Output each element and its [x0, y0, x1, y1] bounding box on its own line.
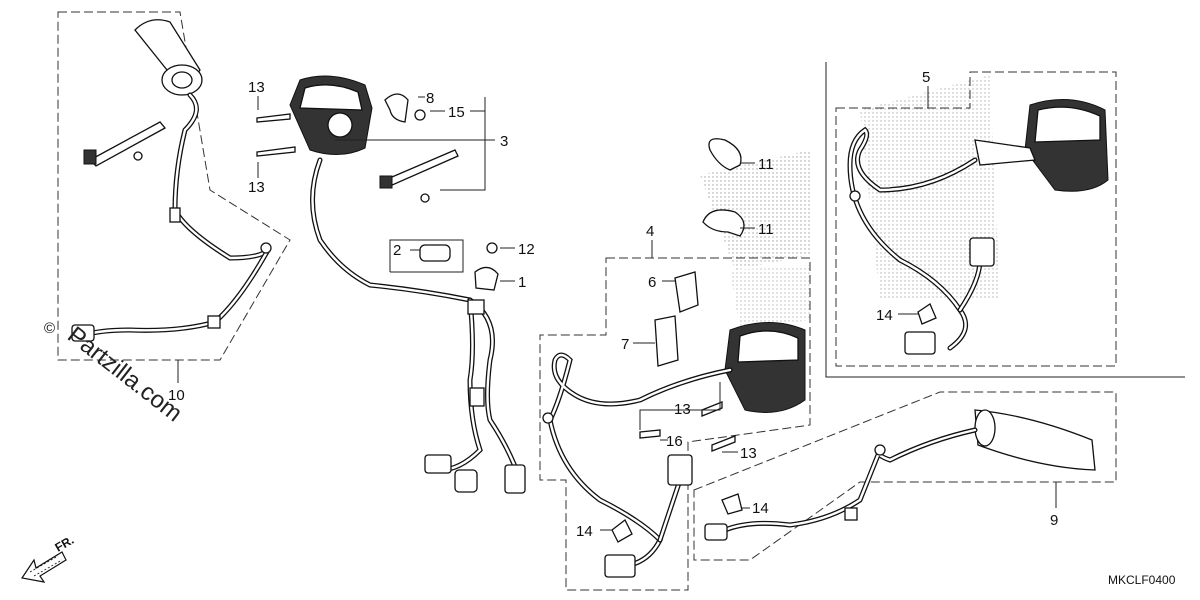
- copyright-symbol: ©: [44, 320, 55, 337]
- label-1: 1: [518, 274, 526, 291]
- label-14-bottom: 14: [576, 523, 593, 540]
- front-direction-arrow: [20, 551, 67, 583]
- leader-lines: [177, 86, 1057, 531]
- label-3: 3: [500, 133, 508, 150]
- label-5: 5: [922, 69, 930, 86]
- label-9: 9: [1050, 512, 1058, 529]
- dotted-shading-left: [700, 150, 810, 270]
- label-13-top: 13: [248, 79, 265, 96]
- group-4-outline: [539, 257, 811, 591]
- label-13-mid: 13: [674, 401, 691, 418]
- watermark-text: Partzilla.com: [62, 321, 187, 427]
- label-11-bottom: 11: [758, 221, 774, 238]
- label-13-right: 13: [740, 445, 757, 462]
- label-6: 6: [648, 274, 656, 291]
- label-13-left: 13: [248, 179, 265, 196]
- label-14-grip: 14: [752, 500, 769, 517]
- label-12: 12: [518, 241, 535, 258]
- label-8: 8: [426, 90, 434, 107]
- label-7: 7: [621, 336, 629, 353]
- group-10-outline: [57, 11, 291, 361]
- label-16: 16: [666, 433, 683, 450]
- left-grip-heater-assembly: [71, 19, 272, 342]
- dotted-shading-sub4: [730, 265, 810, 330]
- label-10: 10: [168, 387, 185, 404]
- label-4: 4: [646, 223, 654, 240]
- right-grip-heater-assembly: [704, 409, 1096, 541]
- label-15: 15: [448, 104, 465, 121]
- label-2: 2: [393, 242, 401, 259]
- group-9-outline: [693, 391, 1117, 561]
- front-indicator-label: FR.: [53, 533, 77, 555]
- diagram-code: MKCLF0400: [1108, 573, 1176, 587]
- right-switch-assembly-4: [542, 271, 806, 578]
- left-handlebar-switch-assembly: [256, 75, 526, 494]
- wire-clips-11: [702, 138, 745, 237]
- right-switch-assembly-5: [847, 99, 1109, 355]
- group-5-outline: [835, 71, 1117, 367]
- group-5-frame: [825, 62, 1185, 378]
- label-14-right: 14: [876, 307, 893, 324]
- label-11-top: 11: [758, 156, 774, 173]
- dotted-shading-right: [860, 75, 1000, 300]
